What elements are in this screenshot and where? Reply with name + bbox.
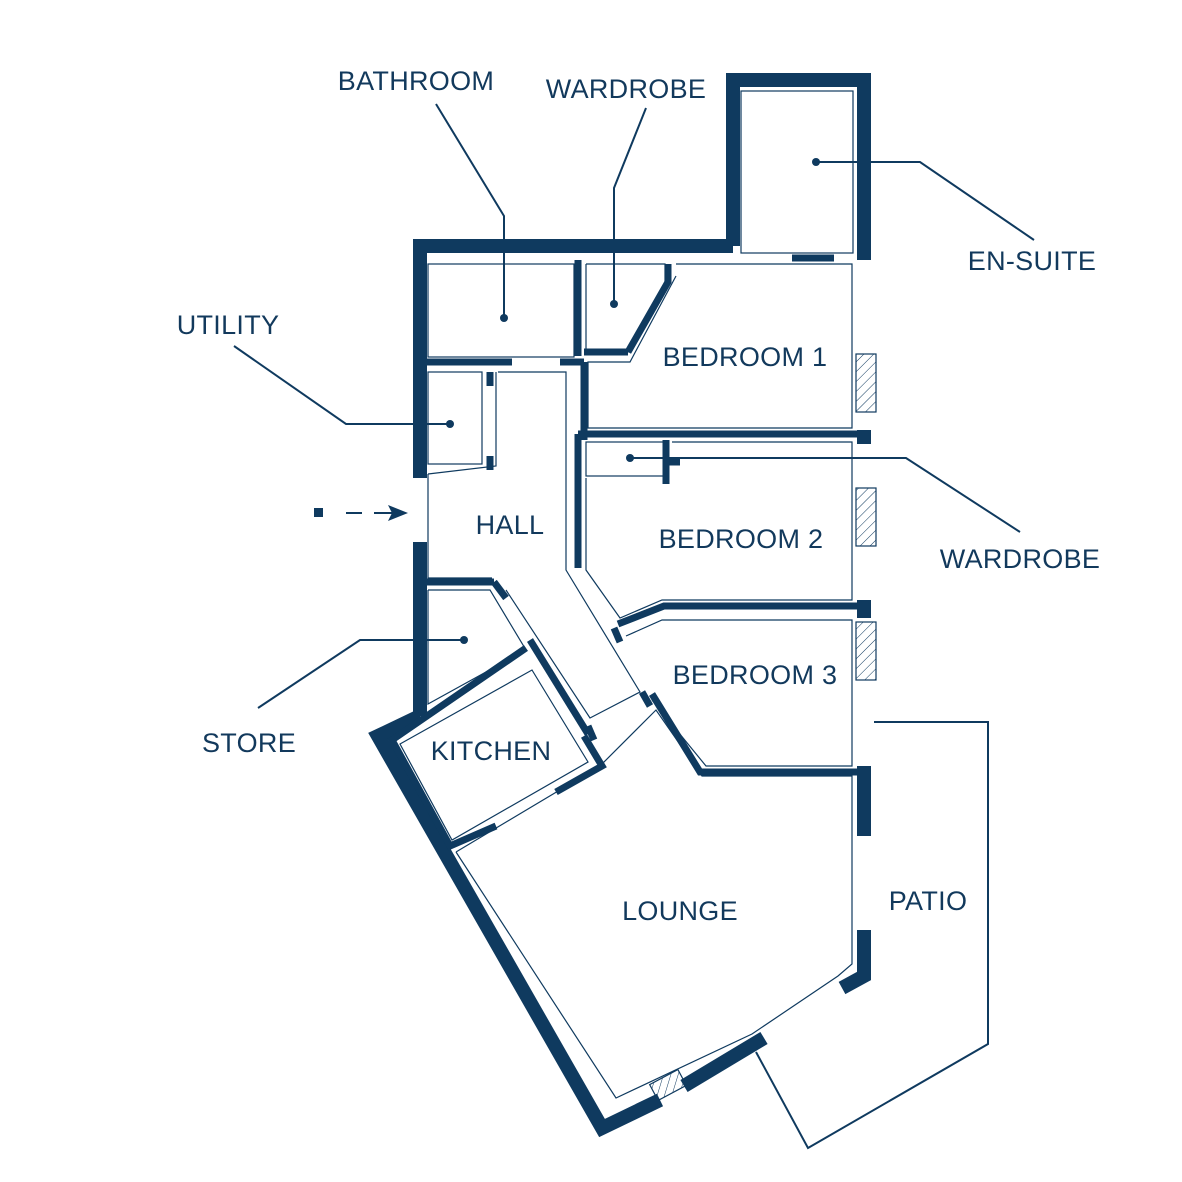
exterior-walls	[368, 73, 871, 1138]
label-en-suite: EN-SUITE	[968, 246, 1096, 276]
label-bathroom: BATHROOM	[338, 66, 494, 96]
label-store: STORE	[202, 728, 296, 758]
leader-lines	[233, 103, 1035, 709]
interior-walls	[387, 254, 862, 851]
window-lounge	[648, 1068, 688, 1102]
window-bedroom3	[855, 621, 877, 681]
entrance-arrow-icon	[314, 505, 408, 521]
patio-outline	[755, 721, 989, 1150]
label-hall: HALL	[476, 510, 545, 540]
window-bedroom2	[855, 487, 877, 547]
label-patio: PATIO	[889, 886, 968, 916]
label-wardrobe-top: WARDROBE	[546, 74, 706, 104]
label-kitchen: KITCHEN	[431, 736, 552, 766]
label-bedroom3: BEDROOM 3	[673, 660, 838, 690]
windows	[648, 353, 877, 1102]
window-bedroom1	[855, 353, 877, 413]
label-bedroom2: BEDROOM 2	[659, 524, 824, 554]
label-utility: UTILITY	[177, 310, 280, 340]
label-bedroom1: BEDROOM 1	[663, 342, 828, 372]
label-wardrobe-right: WARDROBE	[940, 544, 1100, 574]
label-lounge: LOUNGE	[622, 896, 738, 926]
inner-wall-lines	[399, 90, 854, 1099]
